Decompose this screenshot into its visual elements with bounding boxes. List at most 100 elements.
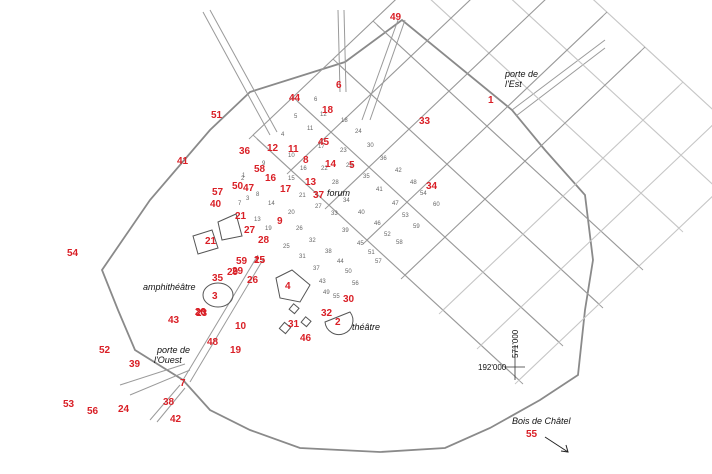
city-wall: [100, 18, 594, 453]
site-number: 10: [235, 321, 247, 332]
site-number: 4: [285, 281, 291, 292]
insula-number: 26: [296, 226, 303, 232]
street-line: [248, 0, 396, 140]
insula-number: 7: [238, 201, 242, 207]
insula-number: 5: [294, 114, 298, 120]
amphitheatre-label: amphithéâtre: [143, 282, 196, 292]
insula-number: 57: [375, 259, 382, 265]
insula-number: 44: [337, 259, 344, 265]
insula-number: 45: [357, 241, 364, 247]
site-labels: 1234567891011121314151617192021232425262…: [63, 12, 538, 440]
site-number: 57: [212, 187, 224, 198]
site-number: 54: [67, 248, 79, 259]
site-number: 38: [163, 397, 175, 408]
site-number: 43: [168, 315, 180, 326]
insula-number: 49: [323, 290, 330, 296]
insula-number: 3: [246, 196, 250, 202]
site-number: 23: [195, 307, 207, 318]
site-number: 36: [239, 146, 251, 157]
insula-number: 4: [281, 132, 285, 138]
site-number: 55: [526, 429, 538, 440]
site-number: 53: [63, 399, 75, 410]
insula-number: 12: [320, 112, 327, 118]
site-number: 12: [267, 143, 279, 154]
insula-number: 46: [374, 221, 381, 227]
site-number: 29: [227, 267, 239, 278]
site-number: 2: [335, 317, 341, 328]
street-line: [362, 15, 604, 245]
insula-number: 43: [319, 279, 326, 285]
site-number: 56: [87, 406, 99, 417]
theatre-shape: [324, 311, 354, 336]
site-number: 51: [211, 110, 223, 121]
theatre-label: théâtre: [352, 322, 380, 332]
street-line: [286, 0, 471, 175]
insula-number: 22: [321, 166, 328, 172]
building-21: [192, 229, 219, 255]
building-46: [288, 303, 300, 315]
amphitheatre-shape: [202, 282, 234, 308]
site-number: 3: [212, 291, 218, 302]
site-number: 15: [254, 255, 266, 266]
building-27: [217, 213, 243, 241]
site-number: 33: [419, 116, 431, 127]
site-number: 25: [254, 255, 266, 266]
site-number: 5: [349, 160, 355, 171]
site-number: 31: [288, 319, 300, 330]
site-number: 13: [305, 177, 317, 188]
insula-number: 19: [265, 226, 272, 232]
insula-number: 55: [333, 294, 340, 300]
street-line: [376, 24, 644, 271]
site-number: 41: [177, 156, 189, 167]
insula-number: 36: [380, 156, 387, 162]
street-line: [592, 0, 712, 110]
insula-number: 27: [315, 204, 322, 210]
coord-x-label: 192'000: [478, 363, 507, 372]
site-number: 35: [212, 273, 224, 284]
insula-number: 60: [433, 202, 440, 208]
site-number: 1: [488, 95, 494, 106]
site-number: 29: [232, 266, 244, 277]
insula-number: 6: [314, 97, 318, 103]
site-number: 18: [322, 105, 334, 116]
insula-number: 28: [332, 180, 339, 186]
site-number: 40: [210, 199, 222, 210]
insula-number: 11: [307, 126, 314, 132]
site-number: 47: [243, 183, 255, 194]
site-number: 11: [288, 144, 299, 155]
insula-number: 25: [283, 244, 290, 250]
insula-number: 48: [410, 180, 417, 186]
site-number: 27: [244, 225, 256, 236]
site-number: 7: [180, 378, 186, 389]
street-line: [430, 0, 684, 233]
site-number: 8: [303, 155, 309, 166]
street-line: [518, 196, 712, 381]
insula-number: 20: [288, 210, 295, 216]
insula-number: 42: [395, 168, 402, 174]
insula-number: 50: [345, 269, 352, 275]
site-number: 17: [280, 184, 292, 195]
insula-number: 38: [325, 249, 332, 255]
site-number: 6: [336, 80, 342, 91]
coordinate-cross: [505, 345, 525, 380]
site-number: 19: [230, 345, 242, 356]
insula-number: 23: [340, 148, 347, 154]
site-number: 21: [235, 211, 247, 222]
street-line: [252, 0, 396, 136]
insula-number: 8: [256, 192, 260, 198]
insula-number: 32: [309, 238, 316, 244]
street-line: [511, 0, 712, 185]
insula-number: 41: [376, 187, 383, 193]
buildings: [192, 213, 312, 335]
insula-number: 30: [367, 143, 374, 149]
insula-number: 39: [342, 228, 349, 234]
insula-number: 59: [413, 224, 420, 230]
street-line: [430, 0, 680, 229]
site-number: 20: [195, 307, 207, 318]
building-4: [275, 269, 311, 303]
insula-number: 58: [396, 240, 403, 246]
site-number: 34: [426, 181, 438, 192]
